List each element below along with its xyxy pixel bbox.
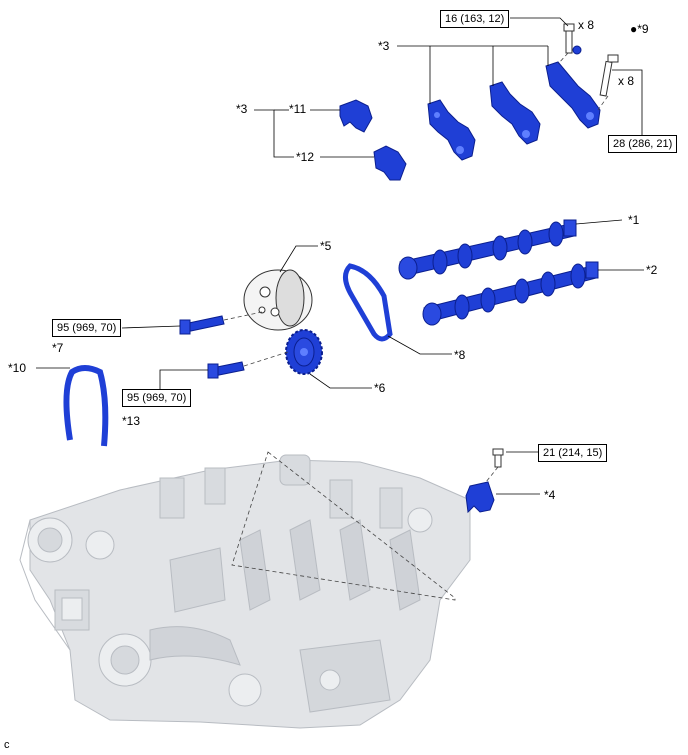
bearing-cap-1 bbox=[427, 99, 476, 161]
timing-chain-8 bbox=[343, 263, 393, 342]
callout-9: ●*9 bbox=[630, 22, 649, 36]
ring-pin bbox=[572, 45, 582, 55]
cam-position-sensor bbox=[465, 481, 495, 514]
gear-bolt-1 bbox=[179, 315, 225, 335]
torque-box-95-upper: 95 (969, 70) bbox=[52, 319, 122, 337]
vvt-gear-assembly bbox=[243, 269, 313, 331]
torque-box-28: 28 (286, 21) bbox=[608, 135, 678, 153]
bearing-cap-12 bbox=[373, 145, 407, 181]
callout-12: *12 bbox=[296, 150, 315, 164]
callout-6: *6 bbox=[374, 381, 386, 395]
callout-8: *8 bbox=[454, 348, 466, 362]
callout-10: *10 bbox=[8, 361, 27, 375]
torque-box-16: 16 (163, 12) bbox=[440, 10, 510, 28]
bolt-sensor bbox=[492, 448, 504, 468]
leader-lines bbox=[36, 17, 644, 495]
vvt-gear-blue bbox=[285, 329, 323, 375]
callout-2: *2 bbox=[646, 263, 658, 277]
callout-1: *1 bbox=[628, 213, 640, 227]
callout-5: *5 bbox=[320, 239, 332, 253]
torque-box-21: 21 (214, 15) bbox=[538, 444, 608, 462]
callout-3-left: *3 bbox=[236, 102, 248, 116]
callout-4: *4 bbox=[544, 488, 556, 502]
callout-11: *11 bbox=[289, 102, 307, 116]
dashed-leaders bbox=[223, 52, 609, 483]
quantity-label-upper: x 8 bbox=[578, 18, 595, 32]
camshaft-1 bbox=[398, 219, 577, 280]
torque-box-95-lower: 95 (969, 70) bbox=[122, 389, 192, 407]
bolt-cap-28 bbox=[599, 54, 619, 97]
callout-7: *7 bbox=[52, 341, 64, 355]
callout-3-top: *3 bbox=[378, 39, 390, 53]
timing-chain-10 bbox=[63, 365, 109, 447]
bearing-cap-2 bbox=[489, 81, 541, 145]
camshaft-2 bbox=[422, 261, 599, 326]
bolt-cap-16 bbox=[563, 23, 575, 54]
bearing-cap-11 bbox=[339, 99, 373, 133]
cam-area-outline bbox=[231, 451, 456, 601]
quantity-label-lower: x 8 bbox=[618, 74, 635, 88]
engine-block bbox=[19, 454, 471, 729]
bearing-cap-3 bbox=[545, 61, 601, 129]
corner-mark: c bbox=[4, 739, 10, 751]
gear-bolt-2 bbox=[207, 361, 245, 379]
callout-13: *13 bbox=[122, 414, 141, 428]
